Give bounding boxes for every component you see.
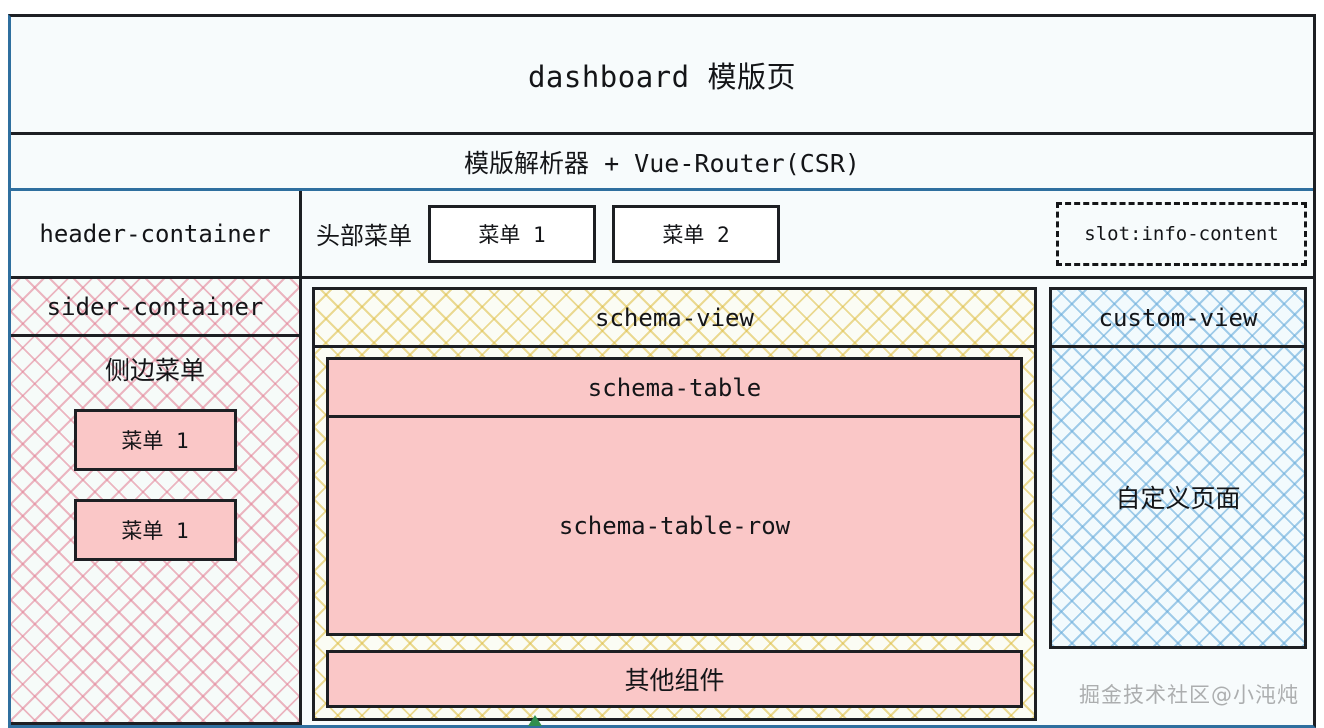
schema-view-label: schema-view [315, 290, 1034, 348]
custom-view: custom-view 自定义页面 [1049, 287, 1307, 649]
schema-view: schema-view schema-table schema-table-ro… [312, 287, 1037, 721]
header-menu-label: 头部菜单 [316, 222, 412, 250]
schema-table-row: schema-table-row [558, 511, 791, 540]
bottom-marker-icon [528, 715, 542, 726]
schema-table: schema-table schema-table-row [326, 357, 1023, 636]
parser-subtitle-row: 模版解析器 + Vue-Router(CSR) [11, 135, 1313, 191]
custom-view-label: custom-view [1052, 290, 1304, 348]
sider-container: sider-container 侧边菜单 菜单 1 菜单 1 [11, 279, 302, 725]
page-title: dashboard 模版页 [527, 59, 797, 94]
custom-view-body: 自定义页面 [1115, 484, 1241, 513]
header-container-label: header-container [39, 219, 271, 248]
header-menu-button-1[interactable]: 菜单 1 [428, 204, 596, 263]
sider-menu-button-2[interactable]: 菜单 1 [73, 499, 237, 561]
sider-body: 侧边菜单 菜单 1 菜单 1 [11, 337, 299, 722]
sider-menu-title: 侧边菜单 [104, 356, 205, 385]
diagram-root: dashboard 模版页 模版解析器 + Vue-Router(CSR) he… [8, 14, 1316, 728]
header-menu-cell: 头部菜单 菜单 1 菜单 2 slot:info-content [302, 191, 1313, 276]
sider-container-label: sider-container [11, 279, 299, 337]
slot-info-content[interactable]: slot:info-content [1056, 202, 1307, 266]
other-components-box: 其他组件 [326, 650, 1023, 708]
header-band: header-container 头部菜单 菜单 1 菜单 2 slot:inf… [11, 191, 1313, 279]
page-title-row: dashboard 模版页 [11, 17, 1313, 135]
parser-subtitle: 模版解析器 + Vue-Router(CSR) [464, 148, 860, 178]
schema-table-label: schema-table [329, 360, 1020, 418]
schema-view-body: schema-table schema-table-row 其他组件 [315, 348, 1034, 718]
header-container-cell: header-container [11, 191, 302, 276]
header-menu-button-2[interactable]: 菜单 2 [612, 204, 780, 263]
sider-menu-button-1[interactable]: 菜单 1 [73, 409, 237, 471]
body-band: sider-container 侧边菜单 菜单 1 菜单 1 schema-vi… [11, 279, 1313, 725]
